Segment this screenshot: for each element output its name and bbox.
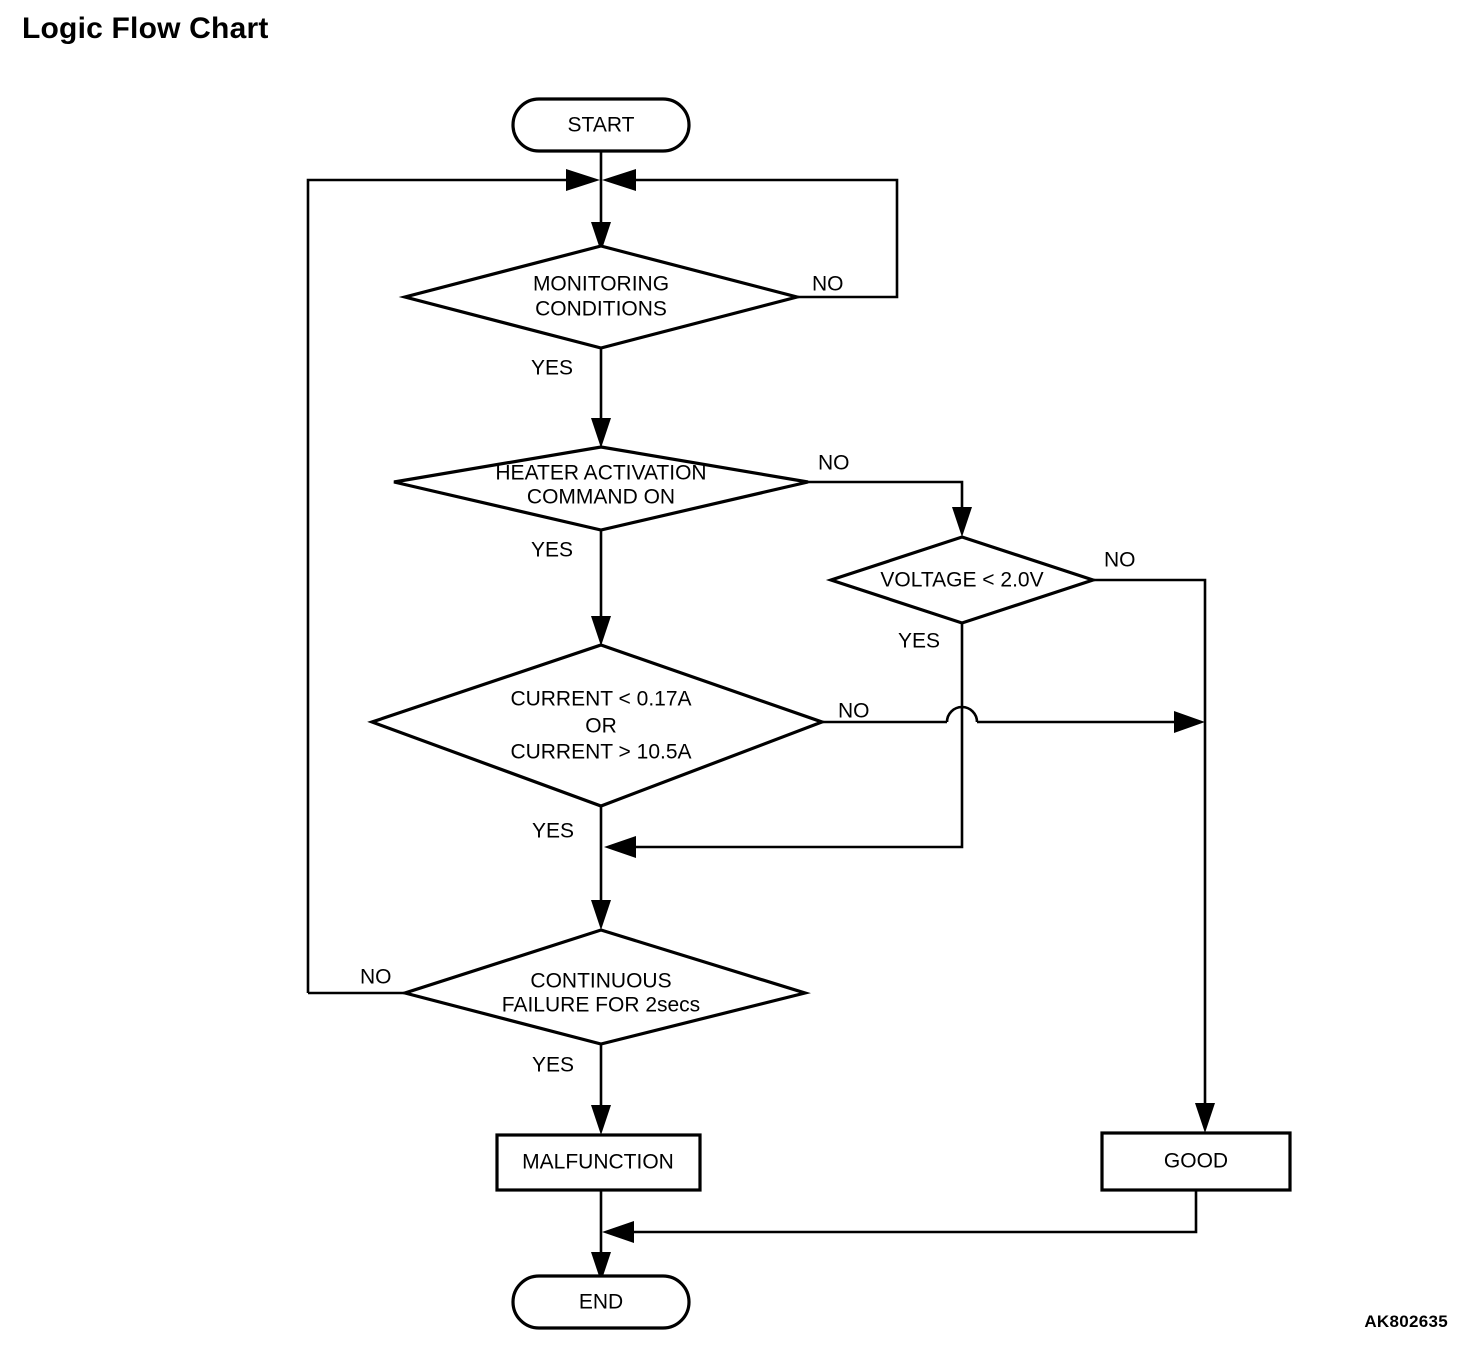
arrowhead-current-no — [1174, 711, 1205, 733]
continuous-decision-shape — [399, 928, 811, 1046]
end-label: END — [579, 1291, 623, 1314]
arrowhead-monitor-yes — [591, 418, 611, 448]
monitoring-label-line2: CONDITIONS — [535, 298, 667, 321]
edge-label-continuous-yes: YES — [532, 1054, 574, 1077]
arrowhead-current-yes — [591, 900, 611, 930]
current-label-line1: CURRENT < 0.17A — [510, 688, 691, 711]
edge-label-continuous-no: NO — [360, 966, 392, 989]
start-terminator-shape — [511, 97, 691, 153]
arrowhead-left-loop-join — [566, 169, 600, 191]
edge-good-to-end — [614, 1190, 1198, 1234]
continuous-label-line1: CONTINUOUS — [530, 970, 671, 993]
arrowhead-malfunction-to-end — [591, 1252, 611, 1282]
current-label-line2: OR — [585, 715, 617, 738]
edge-label-current-yes: YES — [532, 820, 574, 843]
node-voltage-check[interactable]: VOLTAGE < 2.0V — [825, 535, 1099, 625]
edge-label-heater-no: NO — [818, 452, 850, 475]
voltage-decision-shape — [825, 535, 1099, 625]
node-start[interactable]: START — [511, 97, 691, 153]
malfunction-box-shape — [495, 1133, 702, 1192]
arrowhead-heater-no — [952, 507, 972, 537]
monitoring-label-line1: MONITORING — [533, 273, 669, 296]
edge-heater-no — [808, 480, 964, 528]
node-good[interactable]: GOOD — [1100, 1131, 1292, 1192]
edge-continuous-no-loop — [306, 178, 586, 993]
arrowhead-voltage-no-to-good — [1195, 1103, 1215, 1133]
edge-label-heater-yes: YES — [531, 539, 573, 562]
edge-label-voltage-no: NO — [1104, 549, 1136, 572]
node-monitoring-conditions[interactable]: MONITORING CONDITIONS — [398, 244, 804, 350]
malfunction-label: MALFUNCTION — [522, 1151, 674, 1174]
arrowhead-continuous-yes — [591, 1105, 611, 1135]
node-continuous-failure[interactable]: CONTINUOUS FAILURE FOR 2secs — [399, 928, 811, 1046]
node-current-check[interactable]: CURRENT < 0.17A OR CURRENT > 10.5A — [367, 643, 827, 808]
arrowhead-right-loop-join — [602, 169, 636, 191]
monitoring-decision-shape — [398, 244, 804, 350]
heater-label-line2: COMMAND ON — [527, 486, 675, 509]
reference-code: AK802635 — [1364, 1312, 1448, 1331]
page-title: Logic Flow Chart — [22, 12, 269, 45]
edge-label-current-no: NO — [838, 700, 870, 723]
arrowhead-heater-yes — [591, 616, 611, 646]
continuous-label-line2: FAILURE FOR 2secs — [502, 994, 700, 1017]
heater-label-line1: HEATER ACTIVATION — [495, 462, 706, 485]
current-decision-shape — [367, 643, 827, 808]
edge-label-voltage-yes: YES — [898, 630, 940, 653]
node-malfunction[interactable]: MALFUNCTION — [495, 1133, 702, 1192]
voltage-label-line1: VOLTAGE < 2.0V — [880, 569, 1043, 592]
good-label: GOOD — [1164, 1150, 1228, 1173]
current-label-line3: CURRENT > 10.5A — [510, 741, 691, 764]
edge-monitor-no-loop — [616, 178, 899, 299]
arrowhead-start-to-monitor — [591, 222, 611, 252]
arrowhead-good-join — [602, 1221, 634, 1243]
edge-voltage-yes — [616, 623, 964, 849]
arrowhead-voltage-yes-join — [604, 836, 636, 858]
line-hop-bridge — [945, 705, 979, 723]
edge-label-monitor-no: NO — [812, 273, 844, 296]
heater-decision-shape — [393, 445, 809, 532]
edge-voltage-no — [1093, 578, 1207, 1124]
node-heater-activation[interactable]: HEATER ACTIVATION COMMAND ON — [393, 445, 809, 532]
good-box-shape — [1100, 1131, 1292, 1192]
end-terminator-shape — [511, 1274, 691, 1330]
edge-label-monitor-yes: YES — [531, 357, 573, 380]
start-label: START — [568, 114, 635, 137]
node-end[interactable]: END — [511, 1274, 691, 1330]
